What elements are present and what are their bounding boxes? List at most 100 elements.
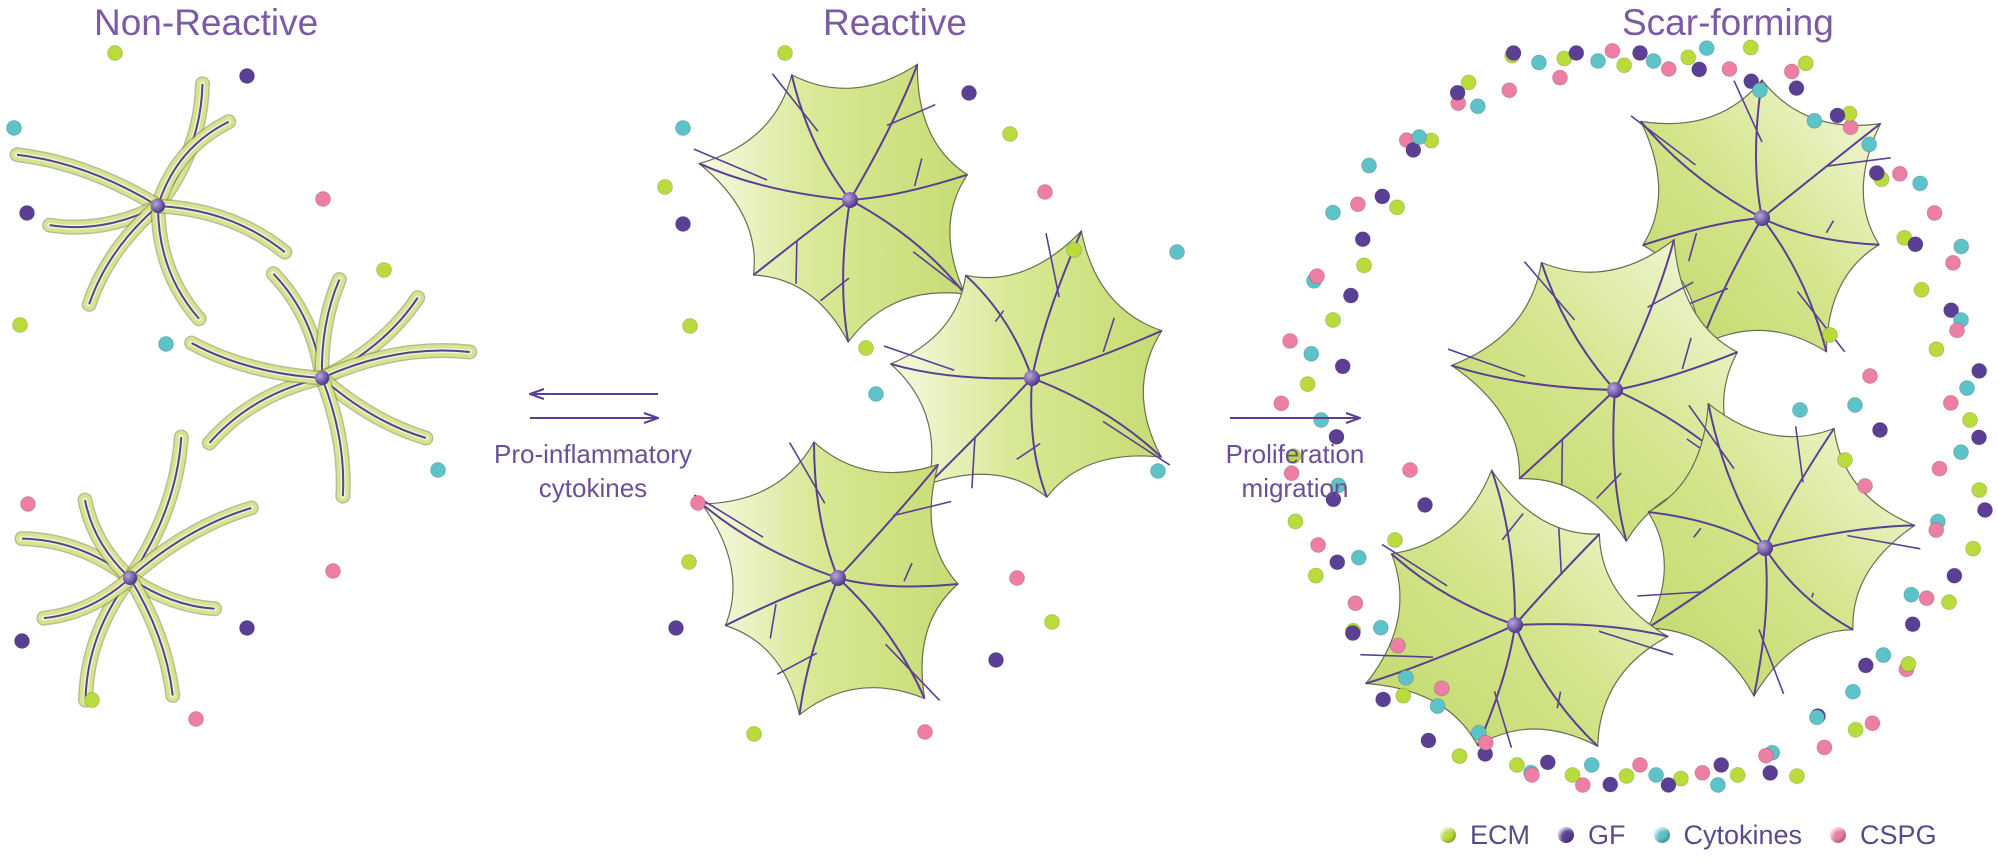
cytokines-dot-icon: [1792, 402, 1808, 418]
gf-dot-icon: [1904, 616, 1921, 633]
gf-dot-icon: [239, 620, 255, 636]
cytokines-dot-icon: [158, 336, 174, 352]
legend-item-ecm: ECM: [1440, 820, 1530, 851]
ecm-dot-icon: [1287, 513, 1304, 530]
nucleus-icon: [830, 570, 846, 586]
ecm-dot-icon: [1387, 532, 1403, 548]
cspg-dot-icon: [1037, 184, 1053, 200]
cspg-dot-icon: [1632, 757, 1648, 773]
ecm-dot-icon: [376, 262, 392, 278]
cspg-dot-icon: [1891, 165, 1908, 182]
gf-dot-icon: [1971, 429, 1987, 446]
cspg-dot-icon: [1009, 570, 1025, 586]
non-reactive-cell-1: [9, 76, 293, 327]
ecm-dot-icon: [858, 340, 874, 356]
gf-dot-icon: [1868, 164, 1885, 181]
cspg-dot-icon: [1842, 119, 1859, 136]
legend-item-gf: GF: [1558, 820, 1626, 851]
ecm-dot-icon: [1729, 767, 1746, 783]
cspg-dot-icon: [917, 724, 933, 740]
cspg-dot-icon: [1347, 595, 1364, 612]
gf-dot-icon: [1713, 757, 1730, 773]
nucleus-icon: [315, 371, 329, 385]
cytokines-dot-icon: [1583, 757, 1600, 773]
cspg-dot-icon: [1783, 63, 1800, 80]
legend-label-cytokines: Cytokines: [1683, 819, 1803, 850]
gf-dot-icon: [1539, 754, 1556, 771]
cytokines-dot-icon: [1844, 683, 1861, 700]
cspg-dot-icon: [1864, 715, 1881, 732]
cspg-dot-icon: [1308, 268, 1325, 285]
gf-dot-icon: [1660, 777, 1677, 793]
ecm-dot-icon: [1356, 257, 1373, 274]
cspg-dot-icon: [1694, 764, 1711, 781]
ecm-dot-icon: [1913, 281, 1930, 298]
ecm-dot-icon: [1389, 199, 1406, 216]
caption-proliferation-line2: migration: [1241, 473, 1349, 503]
ecm-dot-icon: [1285, 448, 1302, 465]
ecm-dot-icon: [1616, 57, 1633, 74]
ecm-dot-icon: [682, 318, 698, 334]
gf-dot-icon: [19, 205, 35, 221]
ecm-dot-icon: [12, 317, 28, 333]
cytokines-dot-icon: [1709, 777, 1726, 793]
gf-dot-icon: [675, 216, 691, 232]
legend-item-cytokines: Cytokines: [1653, 819, 1803, 851]
gf-dot-icon: [1762, 764, 1779, 781]
gf-dot-icon: [1325, 491, 1342, 508]
caption-proliferation-line1: Proliferation: [1225, 439, 1365, 469]
cspg-dot-icon: [1574, 777, 1591, 793]
cspg-dot-icon: [1349, 196, 1366, 213]
ecm-dot-icon: [1307, 567, 1324, 584]
cspg-dot-icon: [1944, 254, 1961, 271]
ecm-dot-icon: [657, 179, 673, 195]
cspg-dot-icon: [1948, 322, 1965, 339]
cytokines-dot-icon: [1751, 82, 1768, 99]
gf-dot-icon: [1417, 497, 1433, 513]
ecm-dot-icon: [1971, 481, 1988, 498]
cytokines-dot-icon: [1150, 463, 1166, 479]
gf-dot-icon: [1505, 45, 1522, 61]
gf-dot-icon: [1405, 141, 1422, 158]
ecm-dot-icon: [1299, 376, 1316, 393]
ecm-dot-icon: [84, 692, 100, 708]
cytokines-dot-icon: [1653, 827, 1670, 843]
molecule-dots: [6, 39, 1993, 793]
ecm-dot-icon: [1440, 827, 1456, 843]
nucleus-icon: [842, 192, 858, 208]
ecm-dot-icon: [777, 45, 793, 61]
ecm-dot-icon: [1564, 767, 1581, 783]
cspg-dot-icon: [1310, 536, 1327, 553]
cytokines-dot-icon: [1903, 586, 1920, 603]
cytokines-dot-icon: [1372, 619, 1389, 636]
legend-item-cspg: CSPG: [1830, 820, 1937, 851]
cytokines-dot-icon: [1875, 647, 1892, 664]
legend-label-ecm: ECM: [1470, 819, 1530, 850]
gf-dot-icon: [1449, 84, 1466, 101]
cytokines-dot-icon: [1861, 136, 1878, 153]
gf-dot-icon: [1857, 657, 1874, 674]
title-reactive: Reactive: [823, 2, 967, 43]
non-reactive-cell-2: [184, 266, 478, 504]
cspg-dot-icon: [1942, 394, 1959, 411]
cytokines-dot-icon: [1469, 98, 1486, 115]
cspg-dot-icon: [1402, 462, 1418, 478]
reactive-cell-3: [693, 441, 959, 716]
ecm-dot-icon: [1837, 452, 1853, 468]
gf-dot-icon: [1971, 362, 1988, 379]
gf-dot-icon: [1829, 107, 1846, 124]
cspg-dot-icon: [1283, 465, 1300, 482]
cspg-dot-icon: [1389, 637, 1406, 654]
nucleus-icon: [1757, 540, 1773, 556]
nucleus-icon: [1754, 210, 1770, 226]
ecm-dot-icon: [1928, 341, 1945, 358]
non-reactive-astrocytes: [9, 76, 478, 708]
gf-dot-icon: [1354, 231, 1371, 248]
cspg-dot-icon: [1857, 478, 1873, 494]
cytokines-dot-icon: [1648, 767, 1665, 783]
ecm-dot-icon: [1680, 49, 1697, 66]
ecm-dot-icon: [1066, 242, 1082, 258]
reactive-cell-1: [693, 63, 977, 344]
gf-dot-icon: [1907, 236, 1924, 253]
ecm-dot-icon: [1002, 126, 1018, 142]
